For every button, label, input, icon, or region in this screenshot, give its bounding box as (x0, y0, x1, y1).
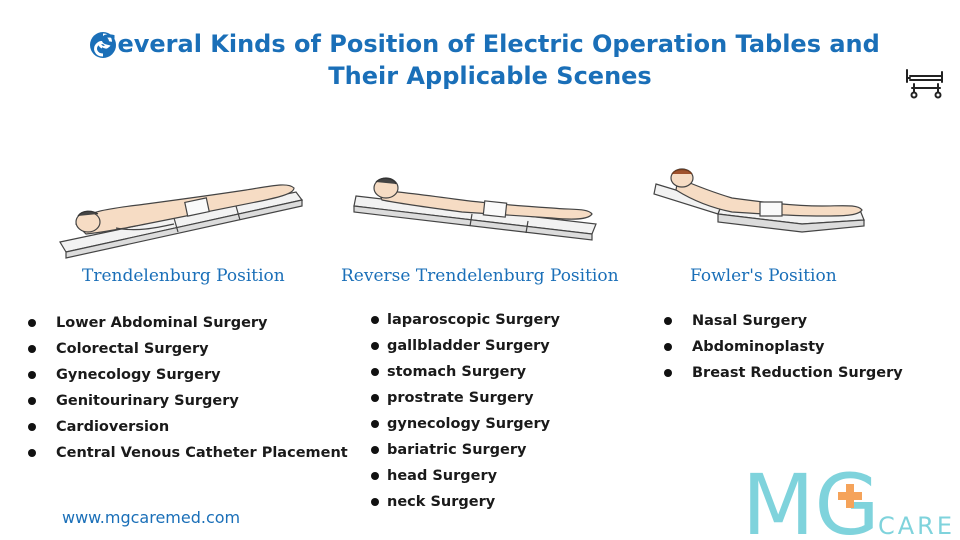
list-item: head Surgery (369, 463, 560, 489)
title-line-1: Several Kinds of Position of Electric Op… (100, 30, 880, 58)
swirl-logo-icon (90, 32, 116, 58)
plus-icon (838, 484, 862, 508)
page-title: Several Kinds of Position of Electric Op… (80, 28, 900, 92)
trendelenburg-illustration (59, 184, 304, 259)
reverse-trendelenburg-illustration (353, 177, 597, 241)
list-item: Cardioversion (26, 414, 348, 440)
list-item: Abdominoplasty (662, 334, 903, 360)
operating-bed-icon (906, 69, 943, 99)
list-item: Central Venous Catheter Placement (26, 440, 348, 466)
list-item: Lower Abdominal Surgery (26, 310, 348, 336)
label-fowlers: Fowler's Position (690, 266, 837, 286)
mg-care-logo: MG CARE (742, 458, 954, 538)
fowlers-scene-list: Nasal Surgery Abdominoplasty Breast Redu… (662, 308, 903, 386)
logo-sub: CARE (878, 512, 954, 538)
list-item: neck Surgery (369, 489, 560, 515)
label-trendelenburg: Trendelenburg Position (82, 266, 285, 286)
list-item: prostrate Surgery (369, 385, 560, 411)
list-item: Colorectal Surgery (26, 336, 348, 362)
list-item: Genitourinary Surgery (26, 388, 348, 414)
list-item: bariatric Surgery (369, 437, 560, 463)
title-line-2: Their Applicable Scenes (328, 62, 652, 90)
list-item: Nasal Surgery (662, 308, 903, 334)
reverse-trendelenburg-scene-list: laparoscopic Surgery gallbladder Surgery… (369, 307, 560, 515)
trendelenburg-scene-list: Lower Abdominal Surgery Colorectal Surge… (26, 310, 348, 466)
list-item: Gynecology Surgery (26, 362, 348, 388)
website-link[interactable]: www.mgcaremed.com (62, 508, 241, 527)
list-item: stomach Surgery (369, 359, 560, 385)
list-item: gallbladder Surgery (369, 333, 560, 359)
fowlers-position-illustration (653, 168, 865, 233)
label-reverse-trendelenburg: Reverse Trendelenburg Position (341, 266, 619, 286)
list-item: laparoscopic Surgery (369, 307, 560, 333)
list-item: Breast Reduction Surgery (662, 360, 903, 386)
list-item: gynecology Surgery (369, 411, 560, 437)
